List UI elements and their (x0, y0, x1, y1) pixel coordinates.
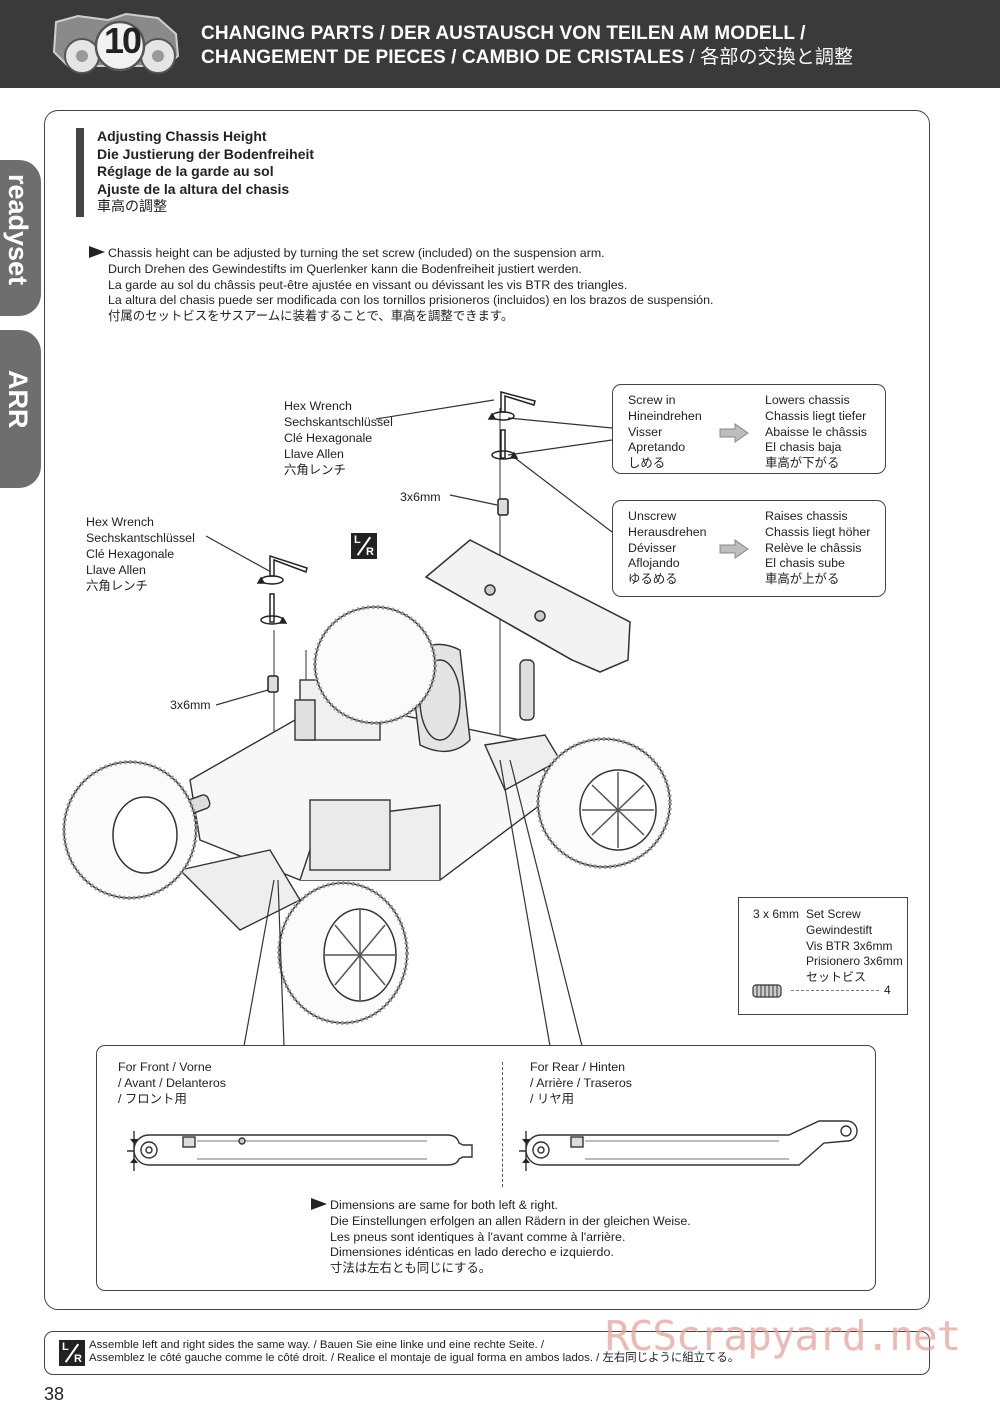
header-title-line1: CHANGING PARTS / DER AUSTAUSCH VON TEILE… (201, 23, 806, 44)
header-title-jp: / 各部の交換と調整 (689, 47, 854, 68)
right-arrow-icon (719, 423, 749, 443)
rear-arm-drawing (519, 1120, 858, 1171)
watermark: RCScrapyard.net (605, 1312, 961, 1360)
hex-wrench-label-front: Hex Wrench Sechskantschlüssel Clé Hexago… (86, 515, 195, 593)
pointer-triangle-icon (311, 1198, 327, 1210)
main-frame (44, 110, 930, 1310)
arm-detail-box: For Front / Vorne / Avant / Delanteros /… (96, 1045, 876, 1291)
hex-wrench-label-rear: Hex Wrench Sechskantschlüssel Clé Hexago… (284, 399, 393, 477)
front-label: For Front / Vorne / Avant / Delanteros /… (118, 1060, 226, 1106)
spec-quantity: 4 (884, 983, 891, 997)
right-arrow-icon (719, 539, 749, 559)
spec-names: Set Screw Gewindestift Vis BTR 3x6mm Pri… (806, 907, 903, 985)
screw-in-callout: Screw in Hineindrehen Visser Apretando し… (612, 384, 886, 474)
screw-size-label-front: 3x6mm (170, 698, 211, 712)
section-title: Adjusting Chassis Height Die Justierung … (97, 128, 315, 215)
box-divider (502, 1062, 503, 1187)
pointer-triangle-icon (89, 246, 105, 258)
header-title: CHANGING PARTS / DER AUSTAUSCH VON TEILE… (201, 22, 853, 70)
step-number: 10 (103, 20, 142, 61)
assembly-note-text: Assemble left and right sides the same w… (89, 1339, 740, 1365)
side-tab-arr: ARR (0, 330, 41, 488)
rear-label: For Rear / Hinten / Arrière / Traseros /… (530, 1060, 632, 1106)
parts-spec-box: 3 x 6mm Set Screw Gewindestift Vis BTR 3… (738, 897, 908, 1015)
spec-dotted-line (791, 990, 879, 991)
car-step-badge-icon (52, 12, 180, 74)
front-arm-drawing (127, 1131, 473, 1171)
spec-size: 3 x 6mm (753, 907, 800, 921)
dimensions-note: Dimensions are same for both left & righ… (311, 1198, 691, 1277)
intro-text: Chassis height can be adjusted by turnin… (89, 246, 713, 325)
side-tab-readyset: readyset (0, 160, 41, 316)
page-number: 38 (44, 1384, 65, 1404)
set-screw-icon (752, 984, 782, 998)
screw-size-label-rear: 3x6mm (400, 490, 441, 504)
page-header: 10 CHANGING PARTS / DER AUSTAUSCH VON TE… (0, 0, 1000, 88)
header-title-line2: CHANGEMENT DE PIECES / CAMBIO DE CRISTAL… (201, 47, 854, 68)
unscrew-callout: Unscrew Herausdrehen Dévisser Aflojando … (612, 500, 886, 597)
section-bar (76, 128, 84, 217)
